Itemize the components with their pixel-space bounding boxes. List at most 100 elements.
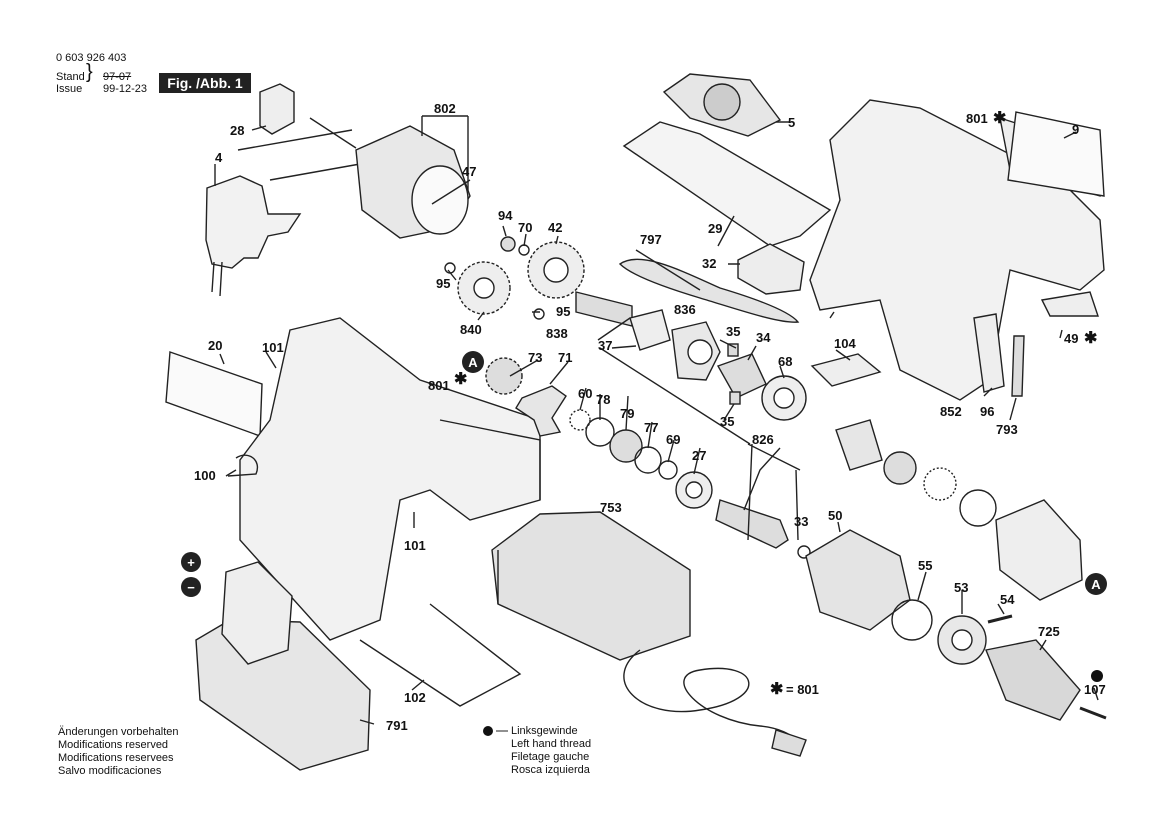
belt-part <box>618 258 800 323</box>
callout-101-bottom: 101 <box>404 538 426 553</box>
callout-5: 5 <box>788 115 795 130</box>
callout-802: 802 <box>434 101 456 116</box>
callout-101-top: 101 <box>262 340 284 355</box>
battery-cell-part <box>221 561 293 665</box>
bearing-79 <box>609 429 643 463</box>
callout-54: 54 <box>1000 592 1015 607</box>
callout-33: 33 <box>794 514 808 529</box>
marker-a-left <box>462 351 484 373</box>
housing-shell-left <box>239 317 541 641</box>
callout-826: 826 <box>752 432 774 447</box>
callout-77: 77 <box>644 420 658 435</box>
callout-73: 73 <box>528 350 542 365</box>
callout-791: 791 <box>386 718 408 733</box>
gear-housing-part <box>995 499 1083 601</box>
callout-801-mid: 801 <box>428 378 450 393</box>
label-plate-9 <box>1007 111 1105 197</box>
callout-28: 28 <box>230 123 244 138</box>
callout-96: 96 <box>980 404 994 419</box>
screw-54 <box>987 614 1013 624</box>
callout-71: 71 <box>558 350 572 365</box>
callout-852: 852 <box>940 404 962 419</box>
callout-50: 50 <box>828 508 842 523</box>
callout-35-top: 35 <box>726 324 740 339</box>
marker-a-right-text: A <box>1091 577 1101 592</box>
note-line: Modifications reserved <box>58 739 169 751</box>
callout-37: 37 <box>598 338 612 353</box>
switch-part <box>205 175 302 269</box>
charger-753 <box>491 511 691 661</box>
ring-69 <box>658 460 678 480</box>
asterisk-legend: = 801 <box>786 682 819 697</box>
callout-35-bottom: 35 <box>720 414 734 429</box>
part-96 <box>973 313 1005 393</box>
callout-753: 753 <box>600 500 622 515</box>
spring-55 <box>891 599 933 641</box>
callout-34: 34 <box>756 330 771 345</box>
callout-102: 102 <box>404 690 426 705</box>
callout-95-left: 95 <box>436 276 450 291</box>
callout-107: 107 <box>1084 682 1106 697</box>
ring-33 <box>797 545 811 559</box>
asterisk-icon: ✱ <box>770 681 783 698</box>
callout-840: 840 <box>460 322 482 337</box>
callout-104: 104 <box>834 336 856 351</box>
spring-60 <box>569 409 591 431</box>
label-plate-20 <box>165 351 263 437</box>
screw-107 <box>1079 706 1107 720</box>
callout-29: 29 <box>708 221 722 236</box>
minus-terminal-text: − <box>187 580 195 595</box>
charger-cable <box>623 649 801 743</box>
callout-47: 47 <box>462 164 476 179</box>
cover-plate-part <box>622 121 832 247</box>
note-line: Modifications reservees <box>58 752 174 764</box>
callout-53: 53 <box>954 580 968 595</box>
part-104 <box>810 353 882 387</box>
callout-801-top: 801 <box>966 111 988 126</box>
chuck-725 <box>985 639 1081 721</box>
brush-holder-part <box>259 83 295 135</box>
stand-date: 97-07 <box>103 71 132 83</box>
callout-70: 70 <box>518 220 532 235</box>
asterisk-icon: ✱ <box>993 110 1006 127</box>
callout-42: 42 <box>548 220 562 235</box>
modifications-note: Änderungen vorbehalten Modifications res… <box>58 726 178 778</box>
callout-100: 100 <box>194 468 216 483</box>
note-line: Linksgewinde <box>511 725 578 737</box>
issue-date: 99-12-23 <box>103 83 148 95</box>
washer-77 <box>634 446 662 474</box>
callout-27: 27 <box>692 448 706 463</box>
stand-label: Stand <box>56 71 85 83</box>
part-49 <box>1040 291 1099 317</box>
plus-terminal-icon <box>181 552 201 572</box>
part-34 <box>716 353 767 399</box>
minus-terminal-icon <box>181 577 201 597</box>
callout-60: 60 <box>578 386 592 401</box>
callout-4: 4 <box>215 150 223 165</box>
note-line: Filetage gauche <box>511 751 590 763</box>
asterisk-icon: ✱ <box>1084 330 1097 347</box>
callout-49: 49 <box>1064 331 1078 346</box>
callout-55: 55 <box>918 558 932 573</box>
figure-label: Fig. /Abb. 1 <box>159 73 251 93</box>
callout-79: 79 <box>620 406 634 421</box>
belt-clip-102 <box>359 603 522 707</box>
marker-a-right <box>1085 573 1107 595</box>
planet-carrier-71 <box>515 385 567 437</box>
hook-100 <box>227 454 259 477</box>
note-line: Left hand thread <box>511 738 592 750</box>
callout-94: 94 <box>498 208 513 223</box>
note-line: Salvo modificaciones <box>58 765 162 777</box>
callout-95-right: 95 <box>556 304 570 319</box>
callout-20: 20 <box>208 338 222 353</box>
callout-838: 838 <box>546 326 568 341</box>
plus-terminal-text: + <box>187 555 195 570</box>
callout-797: 797 <box>640 232 662 247</box>
callout-793: 793 <box>996 422 1018 437</box>
callout-725: 725 <box>1038 624 1060 639</box>
brace-glyph: } <box>86 61 93 83</box>
clutch-ring-50 <box>805 529 911 631</box>
asterisk-icon: ✱ <box>454 371 467 388</box>
left-thread-note: Linksgewinde Left hand thread Filetage g… <box>511 725 591 777</box>
